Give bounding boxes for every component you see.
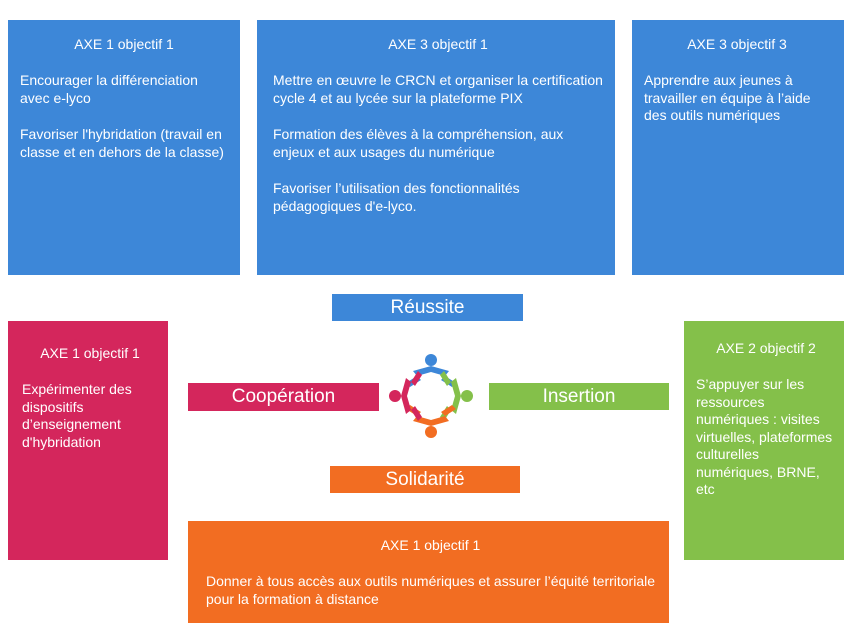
box-title: AXE 2 objectif 2 <box>716 340 816 356</box>
box-paragraph: Formation des élèves à la compréhension,… <box>273 126 564 160</box>
label-reussite: Réussite <box>332 294 523 321</box>
box-paragraph: Donner à tous accès aux outils numérique… <box>206 573 656 607</box>
box-title: AXE 1 objectif 1 <box>380 537 481 553</box>
box-axe3-objectif1-top-center: AXE 3 objectif 1 Mettre en œuvre le CRCN… <box>257 20 615 275</box>
box-title: AXE 3 objectif 1 <box>388 36 488 52</box>
label-solidarite: Solidarité <box>330 466 520 493</box>
box-paragraph: Favoriser l’utilisation des fonctionnali… <box>273 180 520 214</box>
box-title: AXE 1 objectif 1 <box>74 36 174 52</box>
label-insertion: Insertion <box>489 383 669 410</box>
box-paragraph: Expérimenter des dispositifs d’enseignem… <box>22 381 132 450</box>
box-axe3-objectif3-top-right: AXE 3 objectif 3 Apprendre aux jeunes à … <box>632 20 844 275</box>
box-paragraph: Encourager la différenciation avec e-lyc… <box>20 72 198 106</box>
box-paragraph: Favoriser l'hybridation (travail en clas… <box>20 126 224 160</box>
box-axe1-objectif1-bottom: AXE 1 objectif 1 Donner à tous accès aux… <box>188 521 669 623</box>
box-axe1-objectif1-top-left: AXE 1 objectif 1 Encourager la différenc… <box>8 20 240 275</box>
box-axe2-objectif2-middle-right: AXE 2 objectif 2 S’appuyer sur les resso… <box>684 321 844 560</box>
people-circle-icon <box>389 354 473 438</box>
box-title: AXE 3 objectif 3 <box>687 36 787 52</box>
label-cooperation: Coopération <box>188 383 379 411</box>
box-axe1-objectif1-middle-left: AXE 1 objectif 1 Expérimenter des dispos… <box>8 321 168 560</box>
box-title: AXE 1 objectif 1 <box>40 345 140 361</box>
box-paragraph: Apprendre aux jeunes à travailler en équ… <box>644 72 811 123</box>
box-paragraph: S’appuyer sur les ressources numériques … <box>696 376 833 497</box>
box-paragraph: Mettre en œuvre le CRCN et organiser la … <box>273 72 603 106</box>
